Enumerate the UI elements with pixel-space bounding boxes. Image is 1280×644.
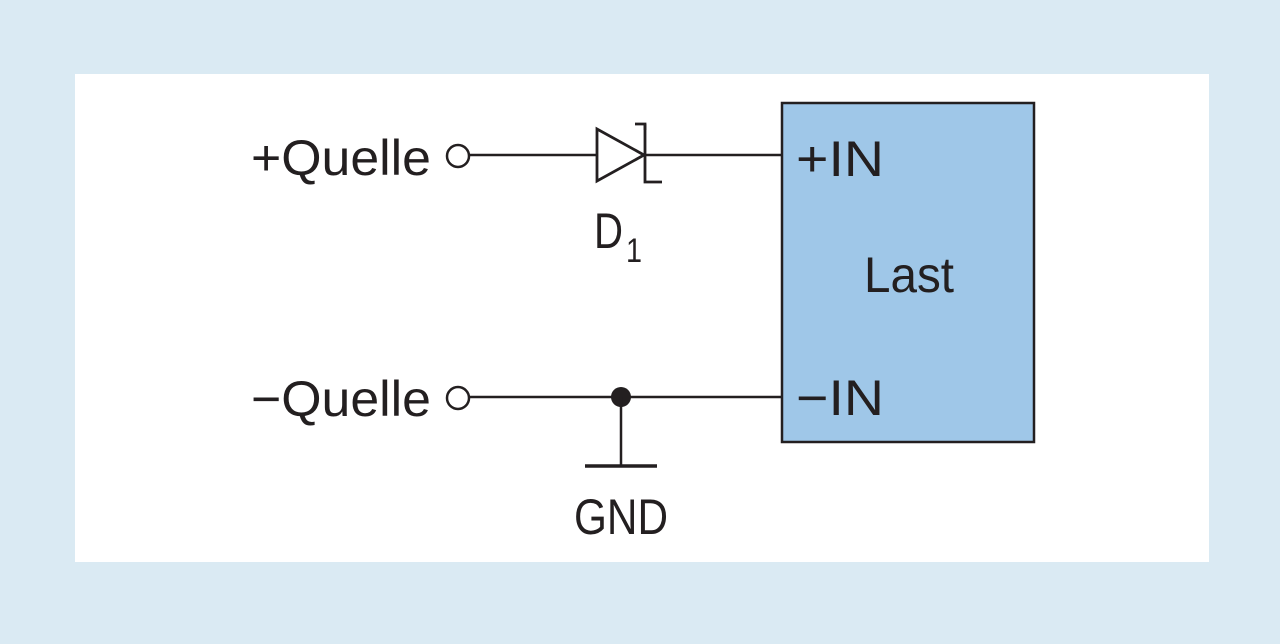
ground-label: GND [574, 489, 668, 545]
terminal-plus-icon [445, 143, 471, 169]
load-label: Last [864, 247, 954, 303]
source-plus-label: +Quelle [251, 130, 431, 186]
diode-subscript: 1 [626, 232, 642, 270]
terminal-minus-icon [445, 385, 471, 411]
load-pin-plus-label: +IN [796, 131, 884, 187]
ground-icon [585, 397, 657, 468]
schottky-diode-icon [595, 122, 662, 184]
source-minus-label: −Quelle [251, 371, 431, 427]
load-pin-minus-label: −IN [796, 370, 884, 426]
diode-label: D [594, 203, 623, 259]
load-box [780, 101, 1036, 444]
